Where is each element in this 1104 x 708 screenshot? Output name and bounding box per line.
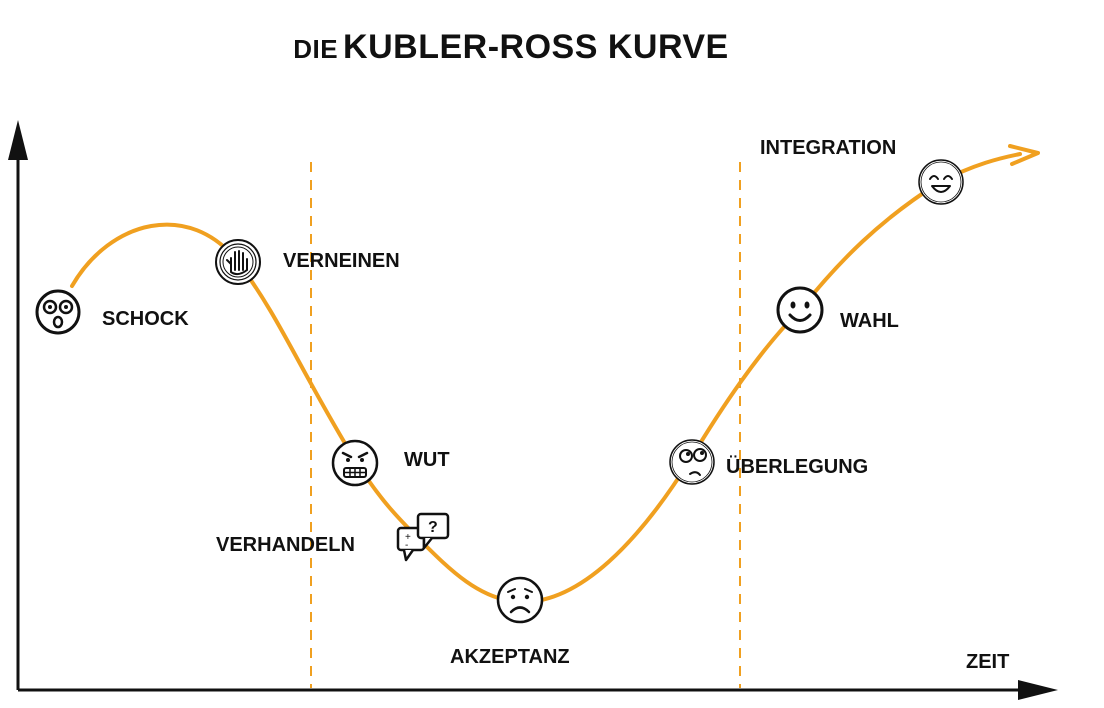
stage-label-verneinen: VERNEINEN [283,250,400,272]
thinking-face-icon [669,439,715,485]
y-axis-arrowhead [8,120,28,160]
curve-arrowhead [1008,144,1040,166]
x-axis-arrowhead [1018,680,1058,700]
stage-label-wut: WUT [404,449,450,471]
svg-text:-: - [405,540,408,551]
angry-face-icon [331,439,379,487]
smiling-face-icon [776,286,824,334]
shocked-face-icon [35,289,81,335]
speech-bubbles-icon: + - ? [396,512,450,562]
title-prefix: DIE [293,34,339,64]
stage-label-verhandeln: VERHANDELN [216,534,355,556]
stage-label-schock: SCHOCK [102,308,189,330]
happy-face-icon [918,159,964,205]
kubler-ross-curve [70,152,1022,605]
page-title: KUBLER-ROSS KURVE [343,28,729,66]
svg-text:+: + [405,532,411,543]
stage-label-wahl: WAHL [840,310,899,332]
title-block: DIE KUBLER-ROSS KURVE [0,28,1104,67]
sad-face-icon [496,576,544,624]
stage-label-akzeptanz: AKZEPTANZ [450,646,570,668]
x-axis-label: ZEIT [966,651,1010,673]
stage-label-integration: INTEGRATION [760,137,897,159]
stop-hand-icon [215,239,261,285]
svg-text:?: ? [428,519,438,536]
stage-label-ueberlegung: ÜBERLEGUNG [726,456,869,478]
